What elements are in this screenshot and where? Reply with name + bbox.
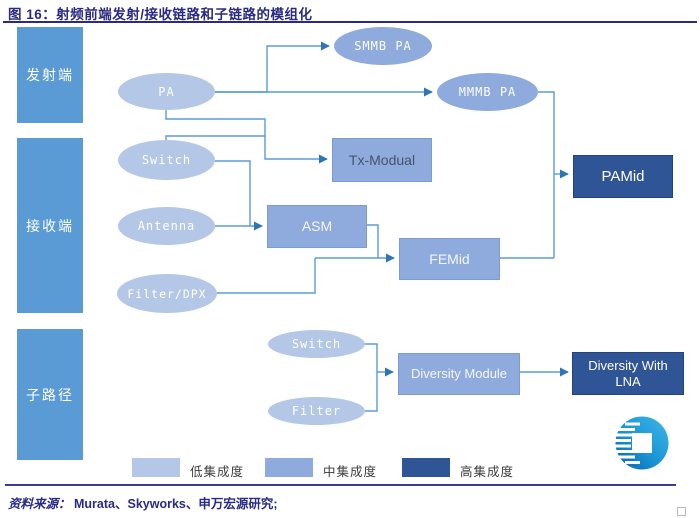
edge-pa-smmbpa	[215, 41, 330, 93]
legend-swatch-high	[402, 458, 450, 477]
node-pamid: PAMid	[573, 155, 673, 198]
node-diversity-module: Diversity Module	[398, 353, 520, 395]
node-smmb-pa: SMMB PA	[334, 27, 432, 65]
node-sub-switch: Switch	[268, 330, 365, 358]
legend-swatch-low	[132, 458, 180, 477]
figure-title: 图 16：射频前端发射/接收链路和子链路的模组化	[8, 7, 313, 22]
edge-switch-asm	[215, 160, 251, 226]
edge-subswitch-subfilter-join	[365, 343, 378, 412]
section-receive-label: 接收端	[26, 217, 74, 234]
node-diversity-lna: Diversity With LNA	[572, 352, 684, 395]
legend-swatch-mid	[265, 458, 313, 477]
node-asm: ASM	[267, 205, 367, 248]
section-transmit-label: 发射端	[26, 67, 74, 83]
source-line: 资料来源： Murata、Skyworks、申万宏源研究;	[8, 493, 278, 512]
node-femid: FEMid	[399, 238, 500, 280]
legend-label-low: 低集成度	[190, 465, 245, 479]
edge-filterdpx-femid	[217, 258, 316, 294]
logo-stripes	[607, 422, 640, 464]
edge-mmmbpa-down	[538, 91, 555, 258]
swhy-logo	[607, 416, 669, 470]
legend-label-high: 高集成度	[460, 465, 515, 479]
edge-switch-txmodual	[165, 135, 265, 140]
node-switch: Switch	[118, 140, 215, 180]
section-subpath-label: 子路径	[26, 386, 74, 403]
node-pa: PA	[118, 73, 215, 110]
source-text: Murata、Skyworks、申万宏源研究;	[74, 497, 278, 511]
edge-pa-txmodual	[165, 110, 328, 164]
corner-square-icon	[677, 507, 686, 516]
legend-label-mid: 中集成度	[323, 465, 378, 479]
section-subpath: 子路径	[17, 329, 83, 460]
node-filter-dpx: Filter/DPX	[117, 274, 217, 313]
title-divider	[3, 21, 697, 23]
logo-square	[632, 433, 652, 453]
edge-asm-femid	[365, 224, 379, 258]
node-antenna: Antenna	[118, 207, 215, 245]
section-transmit: 发射端	[17, 27, 83, 123]
bottom-divider	[5, 484, 676, 486]
section-receive: 接收端	[17, 138, 83, 313]
node-sub-filter: Filter	[268, 397, 365, 425]
source-prefix: 资料来源：	[8, 497, 71, 511]
node-tx-modual: Tx-Modual	[332, 138, 432, 182]
node-mmmb-pa: MMMB PA	[437, 73, 538, 111]
